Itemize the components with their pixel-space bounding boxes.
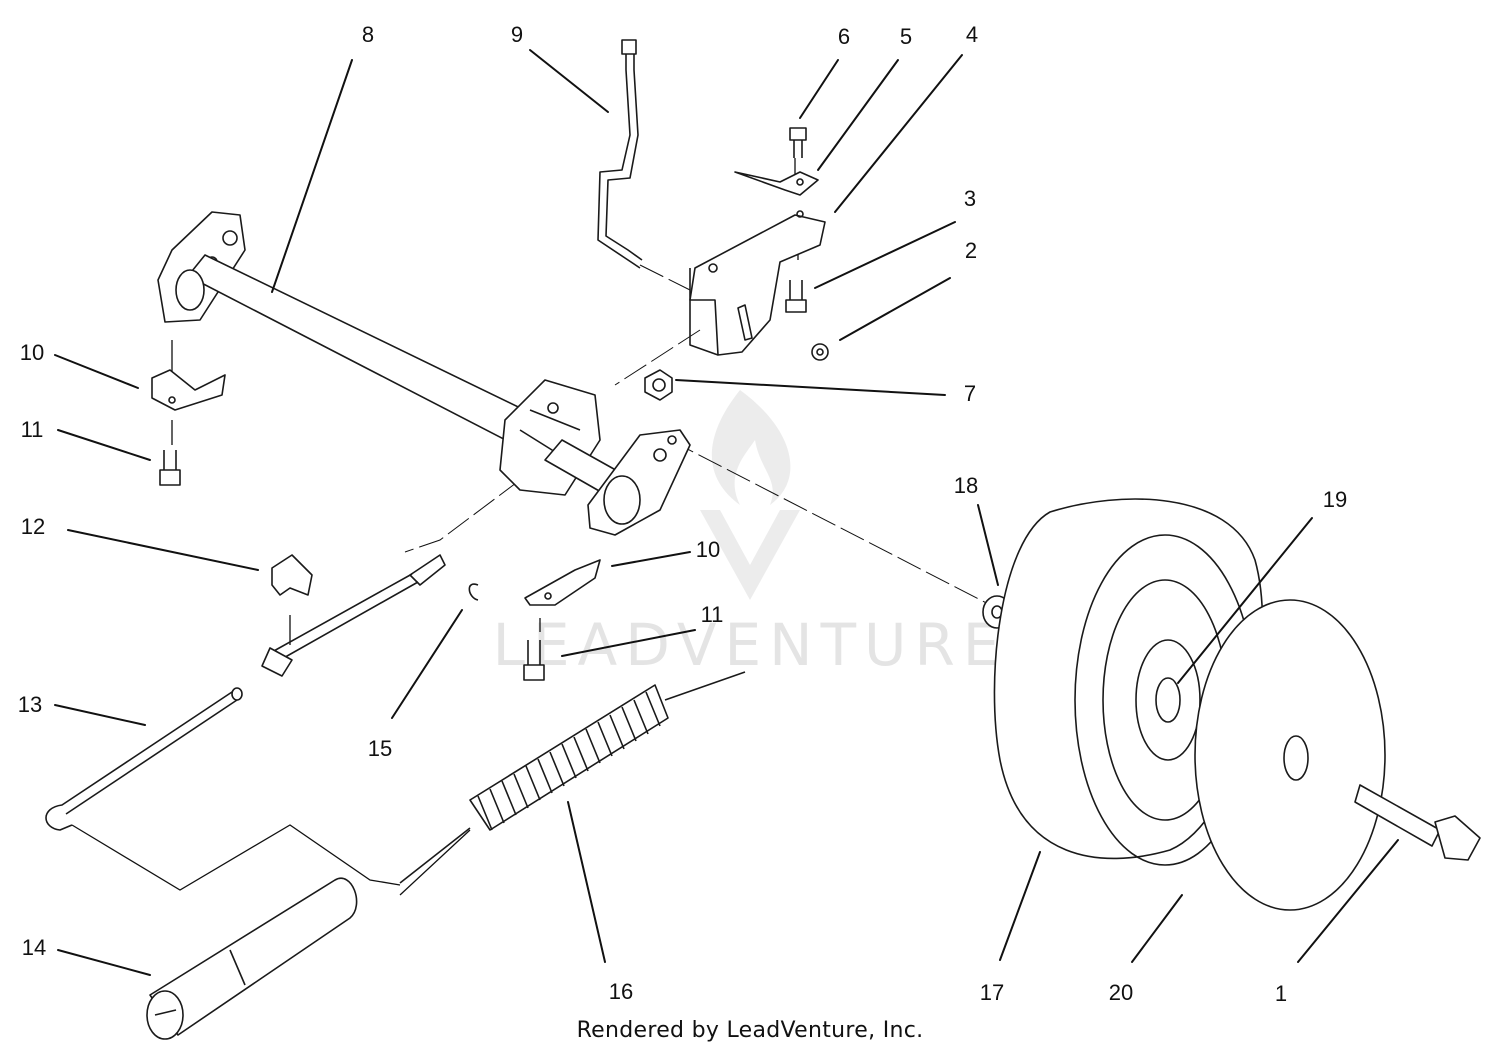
callout-11-left: 11 [21, 417, 44, 442]
callouts: 8 9 6 5 4 3 2 7 10 11 12 10 11 13 15 14 … [18, 22, 1347, 1006]
callout-6: 6 [838, 24, 850, 49]
part-11-screw-left [159, 450, 181, 486]
footer-credit: Rendered by LeadVenture, Inc. [576, 1018, 924, 1043]
callout-20: 20 [1109, 980, 1133, 1005]
part-10-clip-middle [524, 559, 601, 606]
callout-7: 7 [964, 381, 976, 406]
callout-9: 9 [511, 22, 523, 47]
part-8-pivot-shaft [157, 211, 691, 536]
part-20-hubcap [1194, 599, 1386, 911]
callout-4: 4 [966, 22, 978, 47]
leader-lines [54, 49, 1399, 976]
callout-11-middle: 11 [701, 602, 724, 627]
part-16-spring [399, 671, 746, 884]
part-link-rod [261, 554, 446, 677]
callout-15: 15 [368, 736, 392, 761]
callout-19: 19 [1323, 487, 1347, 512]
part-15-eclip [468, 583, 479, 601]
callout-10-middle: 10 [696, 537, 720, 562]
part-3-bolt [785, 280, 807, 313]
callout-16: 16 [609, 979, 633, 1004]
part-13-rod [45, 687, 243, 831]
part-9-bent-rod [597, 39, 643, 269]
callout-10-left: 10 [20, 340, 44, 365]
callout-12: 12 [21, 514, 45, 539]
watermark-flame-logo [700, 390, 800, 600]
callout-5: 5 [900, 24, 912, 49]
part-6-screw [789, 127, 807, 158]
callout-3: 3 [964, 186, 976, 211]
callout-13: 13 [18, 692, 42, 717]
watermark-text: LEADVENTURE [493, 611, 1008, 679]
callout-1: 1 [1275, 981, 1287, 1006]
part-12-retainer [271, 554, 313, 596]
part-11-screw-middle [523, 640, 545, 681]
part-2-nut [811, 343, 829, 361]
callout-8: 8 [362, 22, 374, 47]
callout-14: 14 [22, 935, 46, 960]
callout-17: 17 [980, 980, 1004, 1005]
part-7-hex-nut [644, 369, 673, 401]
callout-2: 2 [965, 238, 977, 263]
watermark: LEADVENTURE [493, 390, 1008, 679]
part-1-bolt [1354, 784, 1481, 861]
part-4-bracket [689, 210, 826, 356]
part-14-sleeve [146, 877, 358, 1040]
callout-18: 18 [954, 473, 978, 498]
part-10-clip-left [151, 369, 226, 411]
part-5-clip [734, 171, 819, 196]
